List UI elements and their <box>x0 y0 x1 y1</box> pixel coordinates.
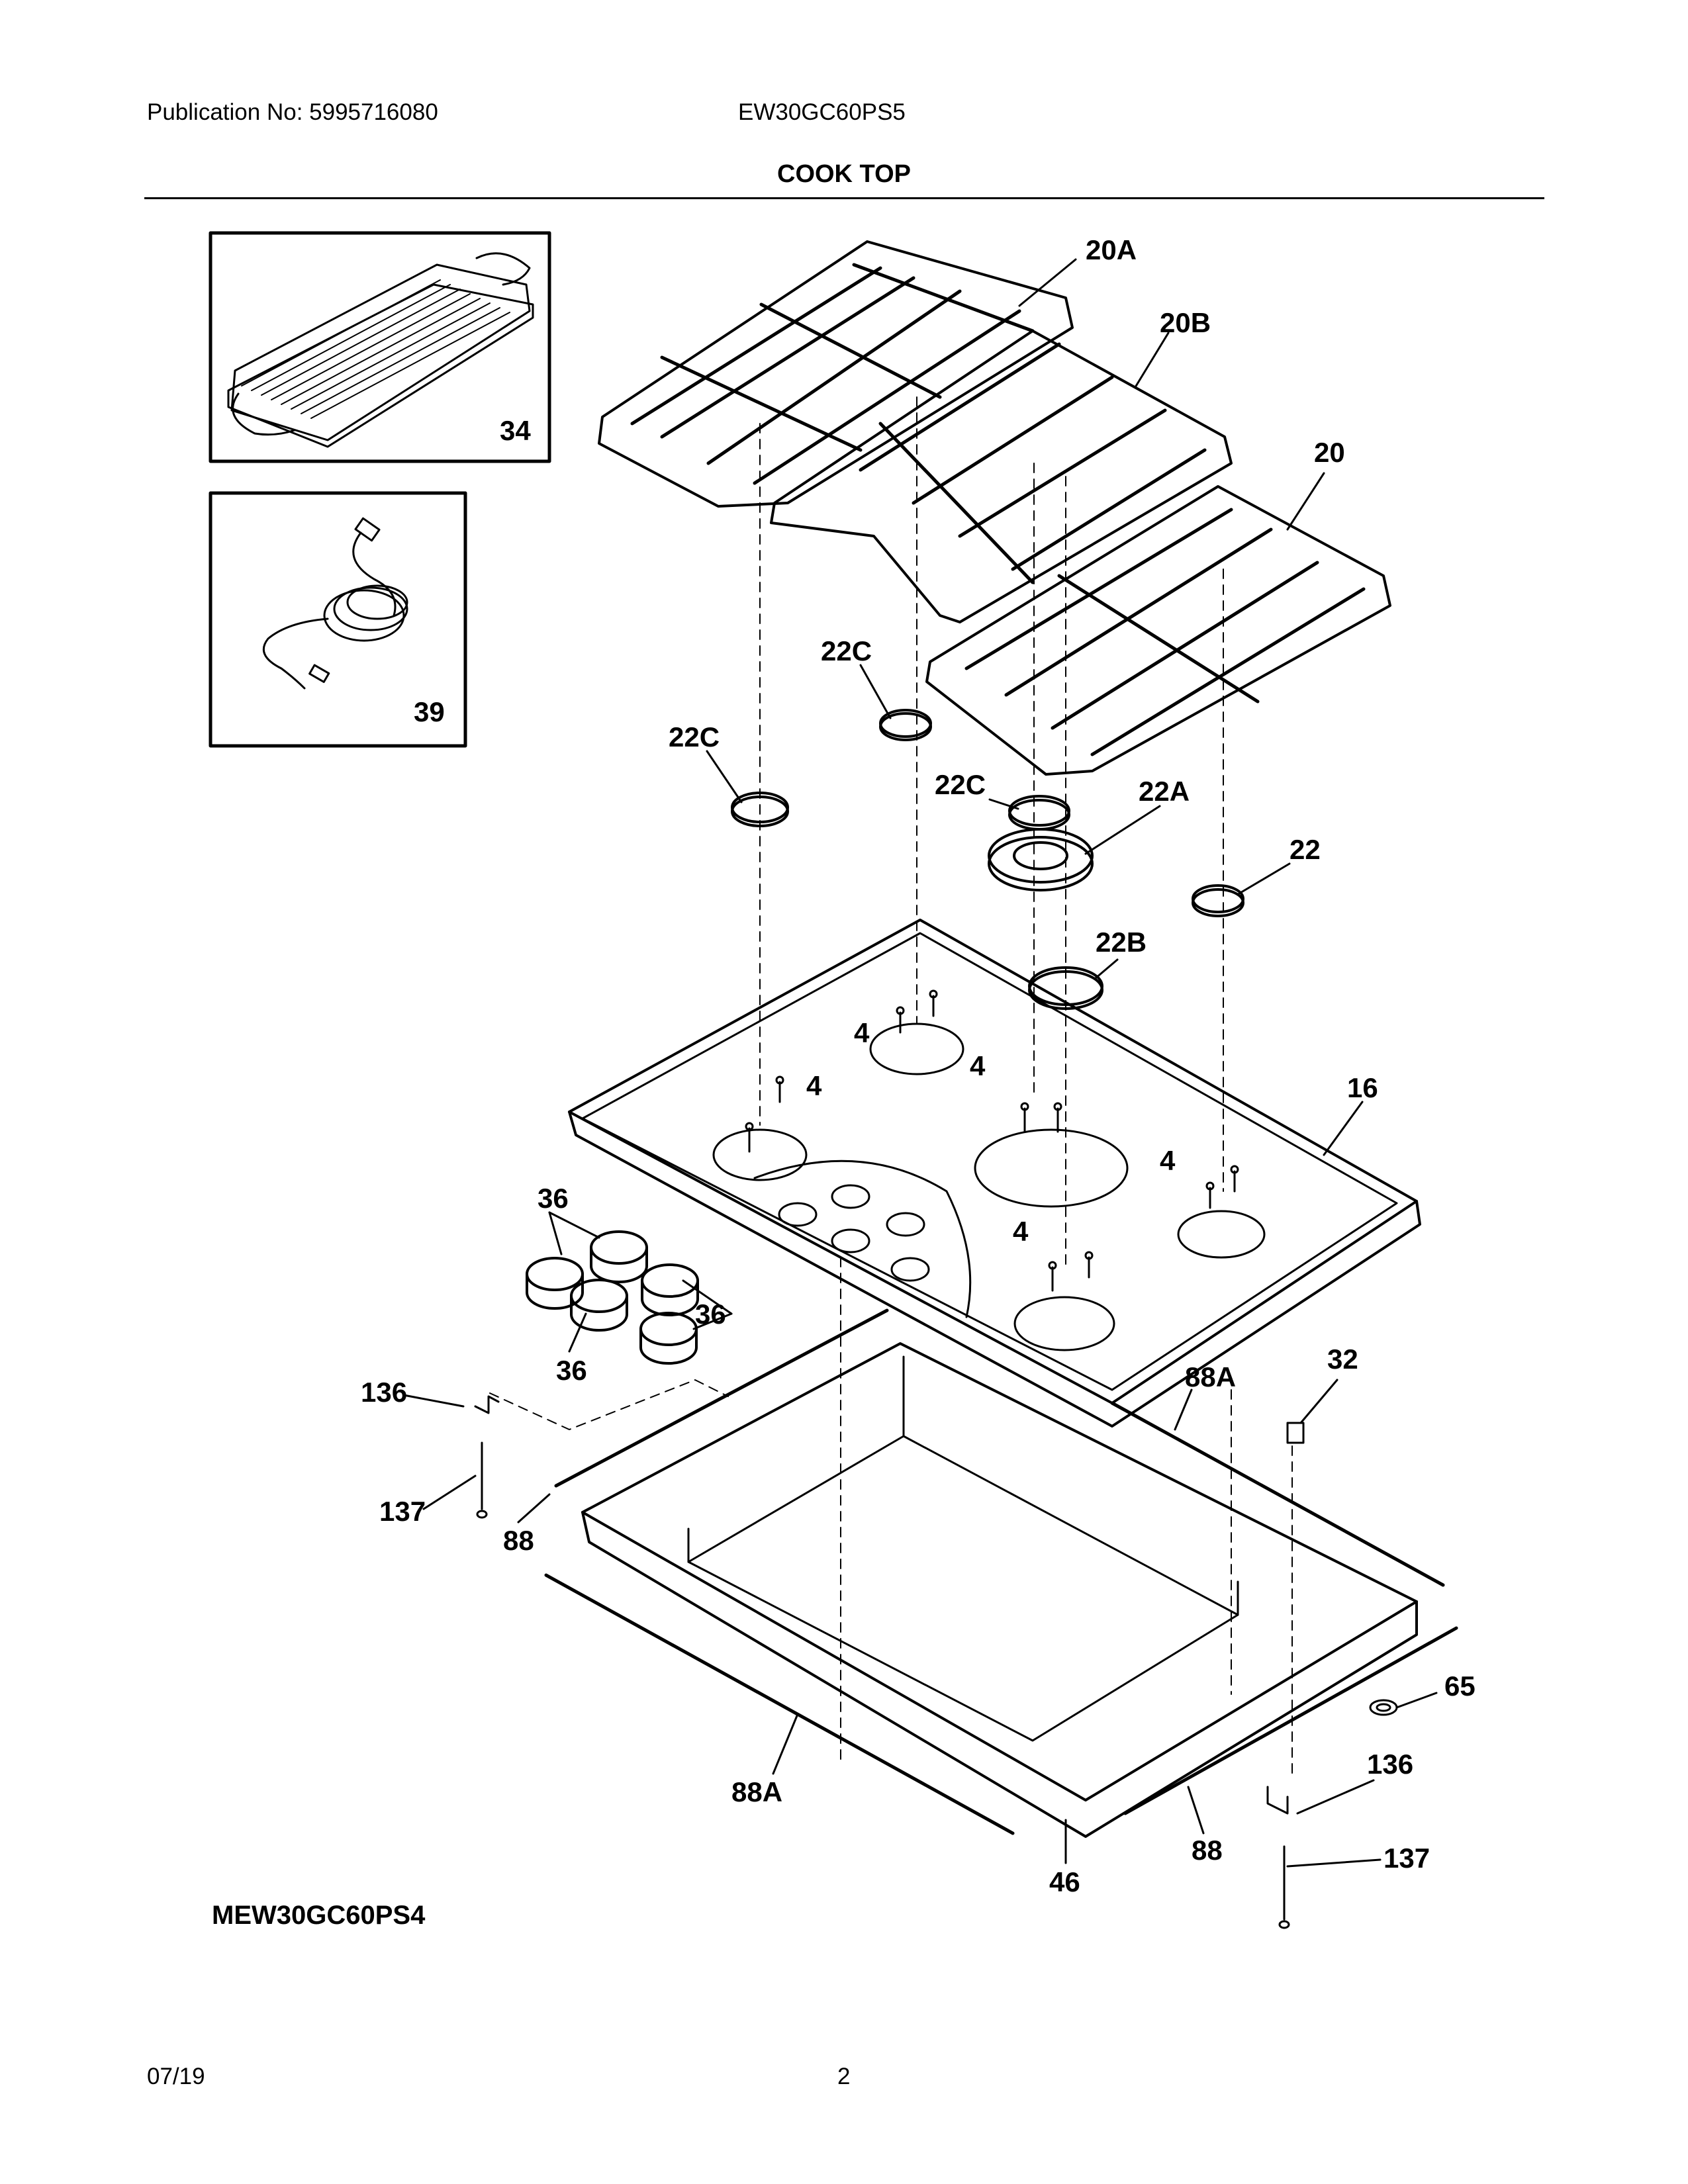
callout-137-left: 137 <box>379 1496 426 1527</box>
control-knobs-36 <box>526 1230 699 1365</box>
callout-36-a: 36 <box>538 1183 569 1214</box>
callout-32: 32 <box>1327 1343 1358 1375</box>
callout-34: 34 <box>500 415 531 446</box>
callout-20b: 20B <box>1160 307 1211 338</box>
callout-136-left: 136 <box>361 1377 407 1408</box>
callout-36-c: 36 <box>556 1355 587 1386</box>
callout-46: 46 <box>1049 1866 1080 1897</box>
burner-box-46 <box>581 1342 1418 1838</box>
gasket-strips-88-88a <box>544 1308 1458 1835</box>
publication-date: 07/19 <box>147 2064 205 2089</box>
burner-screws-4 <box>745 989 1239 1292</box>
callout-88-right: 88 <box>1192 1835 1223 1866</box>
publication-number: Publication No: 5995716080 <box>147 99 438 125</box>
callout-4-e: 4 <box>1013 1216 1029 1247</box>
cooktop-16 <box>568 919 1421 1428</box>
callout-4-a: 4 <box>854 1017 870 1048</box>
alignment-dashes <box>489 396 1293 1774</box>
callout-22b: 22B <box>1096 927 1147 958</box>
callout-36-b: 36 <box>695 1298 726 1330</box>
callout-88-left: 88 <box>503 1525 534 1556</box>
callout-136-right: 136 <box>1367 1749 1413 1780</box>
control-panel-knob-holes <box>778 1184 930 1282</box>
callout-22: 22 <box>1289 834 1321 865</box>
callout-22c-center: 22C <box>821 635 872 666</box>
callout-4-b: 4 <box>806 1070 822 1101</box>
grate-20 <box>925 485 1391 776</box>
section-title: COOK TOP <box>777 160 911 188</box>
callout-88a-top: 88A <box>1185 1361 1236 1392</box>
variant-model-label: MEW30GC60PS4 <box>212 1901 426 1930</box>
callout-numbers: 34 39 20A 20B 20 22C 22C 22C 22A 22 22B … <box>361 234 1476 1897</box>
callout-22a: 22A <box>1139 776 1190 807</box>
page-number: 2 <box>837 2064 851 2089</box>
callout-leader-lines <box>402 258 1438 1868</box>
griddle-illustration <box>227 252 534 448</box>
callout-20: 20 <box>1314 437 1345 468</box>
callout-4-c: 4 <box>970 1050 986 1081</box>
hardware-136-137-32-65 <box>474 1395 1398 1929</box>
burner-cap-22c-center <box>879 709 932 741</box>
callout-16: 16 <box>1347 1072 1378 1103</box>
model-number: EW30GC60PS5 <box>738 99 906 125</box>
power-cord-inset <box>209 491 467 748</box>
grate-20b <box>770 330 1233 623</box>
header-rule <box>144 197 1544 199</box>
callout-137-right: 137 <box>1383 1843 1430 1874</box>
burner-head-22a <box>988 828 1094 891</box>
callout-88a-bottom: 88A <box>731 1776 782 1807</box>
grate-20a <box>598 240 1074 508</box>
callout-20a: 20A <box>1086 234 1137 265</box>
burner-cap-22c-right <box>1008 795 1070 831</box>
callout-22c-right: 22C <box>935 769 986 800</box>
callout-22c-left: 22C <box>669 721 720 752</box>
callout-65: 65 <box>1444 1670 1476 1702</box>
callout-4-d: 4 <box>1160 1145 1176 1176</box>
cooktop-burner-openings <box>712 1023 1266 1351</box>
griddle-inset <box>209 231 551 463</box>
callout-39: 39 <box>414 696 445 727</box>
power-cord-illustration <box>262 517 408 690</box>
burner-cap-22 <box>1192 884 1244 917</box>
